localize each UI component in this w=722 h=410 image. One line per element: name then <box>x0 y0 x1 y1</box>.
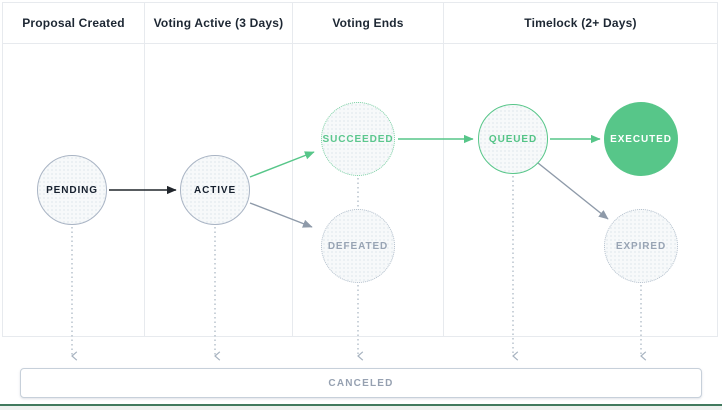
header-cell-voting-active: Voting Active (3 Days) <box>145 3 293 43</box>
state-node-pending: PENDING <box>37 155 107 225</box>
state-label: EXPIRED <box>615 240 667 252</box>
state-node-expired: EXPIRED <box>604 209 678 283</box>
state-node-executed: EXECUTED <box>604 102 678 176</box>
state-label: ACTIVE <box>193 184 237 196</box>
state-node-canceled: CANCELED <box>20 368 702 398</box>
body-cell-timelock <box>444 44 717 336</box>
state-node-succeeded: SUCCEEDED <box>321 102 395 176</box>
header-cell-voting-ends: Voting Ends <box>293 3 444 43</box>
state-label: PENDING <box>46 184 98 196</box>
state-node-defeated: DEFEATED <box>321 209 395 283</box>
body-cell-voting-active <box>145 44 293 336</box>
state-label: SUCCEEDED <box>322 133 394 145</box>
timeline-body-row <box>3 44 717 336</box>
state-label: QUEUED <box>488 133 538 145</box>
header-cell-timelock: Timelock (2+ Days) <box>444 3 717 43</box>
state-node-active: ACTIVE <box>180 155 250 225</box>
state-node-queued: QUEUED <box>478 104 548 174</box>
state-label: CANCELED <box>328 377 394 389</box>
body-cell-voting-ends <box>293 44 444 336</box>
column-title: Voting Active (3 Days) <box>153 16 284 30</box>
column-title: Voting Ends <box>332 16 404 30</box>
state-label: DEFEATED <box>327 240 389 252</box>
column-title: Proposal Created <box>22 16 125 30</box>
header-cell-proposal-created: Proposal Created <box>3 3 145 43</box>
column-title: Timelock (2+ Days) <box>524 16 637 30</box>
bottom-section-edge <box>0 404 722 410</box>
timeline-header-row: Proposal Created Voting Active (3 Days) … <box>3 3 717 44</box>
state-label: EXECUTED <box>610 133 672 145</box>
timeline-table: Proposal Created Voting Active (3 Days) … <box>2 2 718 337</box>
